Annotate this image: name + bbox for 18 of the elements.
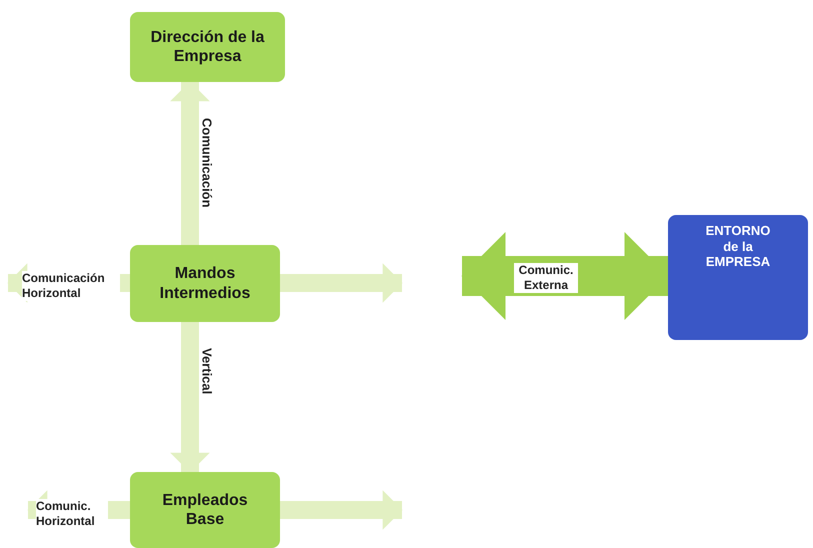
- arrow: [170, 322, 210, 472]
- edge-label: Comunicación: [198, 118, 214, 208]
- node-label: Empleados Base: [161, 490, 249, 530]
- level-box: [130, 472, 280, 548]
- edge-label: Comunicación Horizontal: [22, 271, 120, 301]
- level-box: [130, 12, 285, 82]
- edge-label: Comunic. Externa: [514, 263, 578, 293]
- arrow: [280, 263, 402, 303]
- node-label: ENTORNO de la EMPRESA: [704, 223, 772, 270]
- level-box: [130, 245, 280, 322]
- environment-box: [668, 215, 808, 340]
- arrow: [170, 82, 210, 245]
- node-label: Mandos Intermedios: [158, 264, 252, 303]
- arrow: [462, 232, 668, 320]
- arrow: [280, 490, 402, 530]
- edge-label: Vertical: [198, 348, 214, 394]
- edge-label: Comunic. Horizontal: [36, 499, 108, 529]
- node-label: Dirección de la Empresa: [150, 28, 266, 66]
